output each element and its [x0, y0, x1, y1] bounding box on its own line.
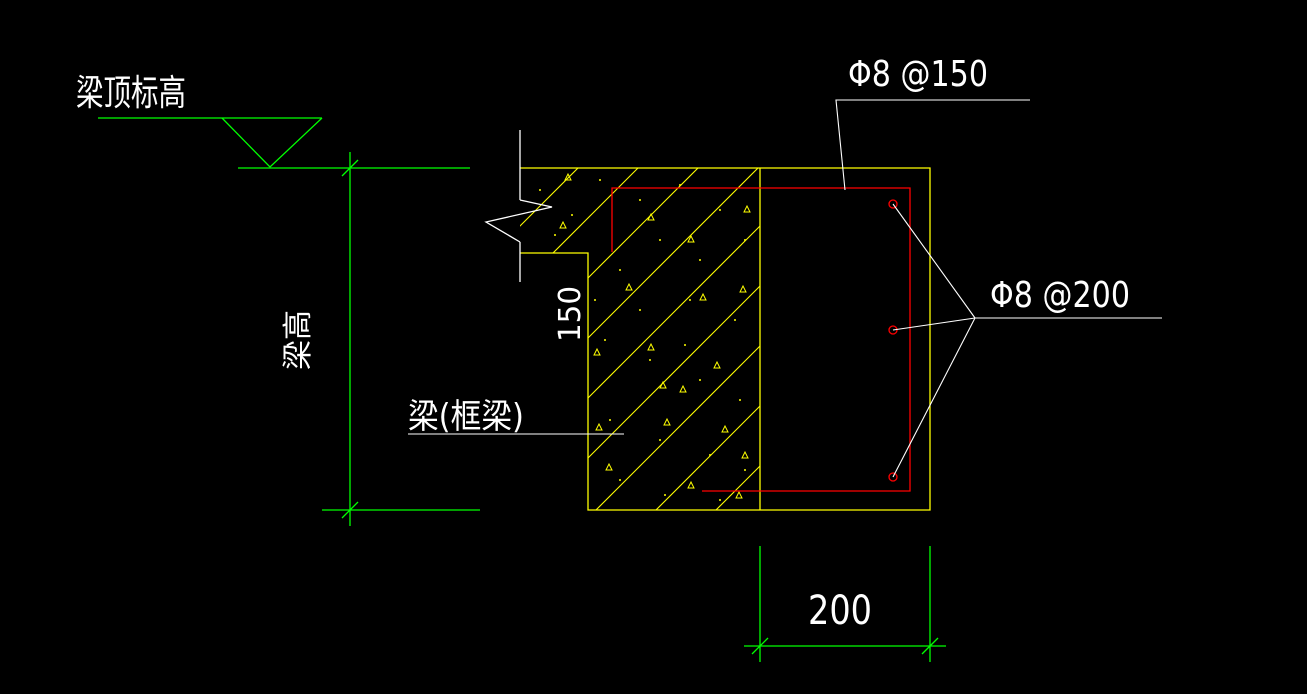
- width-dimension: [744, 546, 946, 662]
- rebar-top: [888, 199, 898, 209]
- leader-lines: [408, 99, 1162, 478]
- slab-thickness-label: 150: [553, 286, 588, 342]
- rebar-bottom: [888, 472, 898, 482]
- beam-top-elevation-label: 梁顶标高: [76, 73, 186, 114]
- rebar-cage: [611, 187, 911, 492]
- beam-height-label: 梁高: [281, 310, 316, 370]
- bar-leader-bottom: [892, 317, 976, 478]
- beam-height-dimension: [238, 152, 480, 526]
- slab-break-line: [484, 130, 553, 282]
- stirrup: [611, 187, 911, 492]
- bar-leader-middle: [892, 317, 976, 331]
- bar-leader-top: [892, 203, 976, 319]
- width-dimension-label: 200: [808, 588, 872, 634]
- width-tick-left: [751, 637, 769, 655]
- height-tick-top: [341, 159, 359, 177]
- longitudinal-bar-label: Φ8 @200: [990, 275, 1130, 316]
- break-zigzag: [484, 199, 553, 243]
- elevation-symbol: [98, 117, 323, 168]
- height-tick-bottom: [341, 501, 359, 519]
- stirrup-leader: [835, 99, 1030, 191]
- rebar-middle: [888, 325, 898, 335]
- concrete-outline: [520, 167, 931, 511]
- beam-name-label: 梁(框梁): [408, 397, 524, 437]
- concrete-hatch-pattern: [520, 168, 760, 510]
- width-tick-right: [921, 637, 939, 655]
- elevation-triangle: [221, 117, 323, 168]
- stirrup-label: Φ8 @150: [848, 54, 988, 95]
- beam-outline: [520, 167, 931, 511]
